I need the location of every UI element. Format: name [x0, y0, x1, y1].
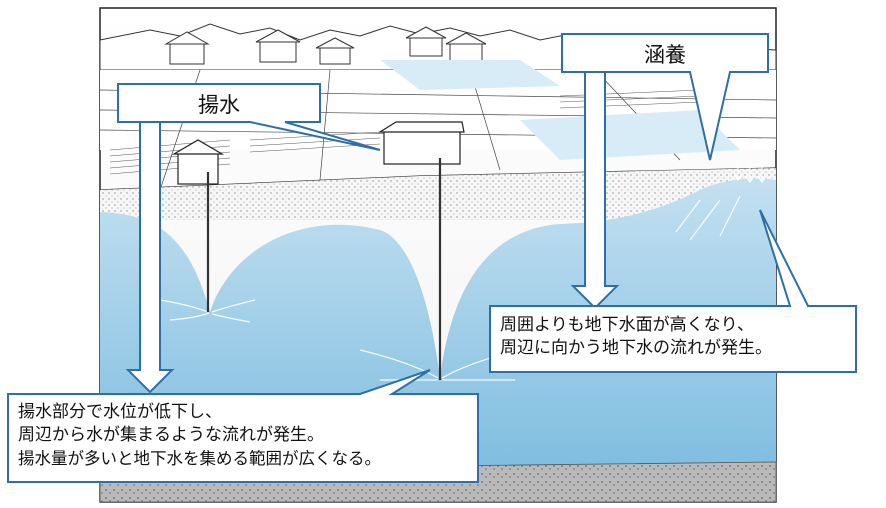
well-pipes [206, 158, 442, 380]
recharge-label-box [561, 33, 769, 161]
pumping-note-line: 揚水部分で水位が低下し、 [18, 402, 222, 422]
recharge-note-box [489, 209, 857, 373]
recharge-note-line: 周囲よりも地下水面が高くなり、 [500, 315, 754, 335]
pumping-arrow [125, 117, 175, 394]
recharge-arrow [570, 71, 620, 310]
pumping-label-box [117, 83, 381, 151]
recharge-arrows [733, 156, 767, 184]
pumping-note-line: 揚水量が多いと地下水を集める範囲が広くなる。 [18, 449, 381, 468]
pumping-label: 揚水 [198, 93, 240, 117]
pumping-note: 揚水部分で水位が低下し、 周辺から水が集まるような流れが発生。 揚水量が多いと地… [18, 401, 381, 470]
recharge-label: 涵養 [644, 43, 686, 67]
pumping-note-box [7, 369, 479, 483]
recharge-note: 周囲よりも地下水面が高くなり、 周辺に向かう地下水の流れが発生。 [500, 314, 772, 360]
pumping-note-line: 周辺から水が集まるような流れが発生。 [18, 425, 324, 445]
recharge-note-line: 周辺に向かう地下水の流れが発生。 [500, 338, 772, 358]
